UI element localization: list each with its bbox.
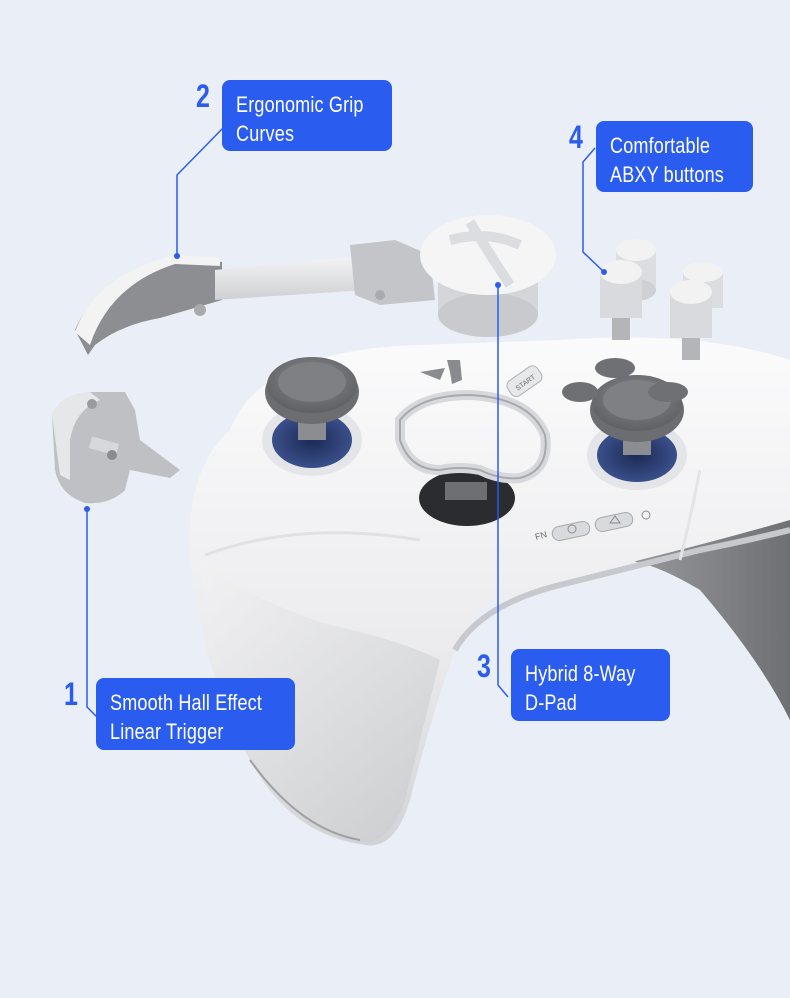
trigger-part [52,392,180,504]
callout-line-1: Comfortable [610,133,711,158]
abxy-buttons-part [600,239,723,360]
dpad-cap-part [420,215,556,337]
callout-line-1: Smooth Hall Effect [110,690,263,715]
brand-logo [420,360,462,384]
leader-line-4 [582,147,605,273]
callout-line-1: Hybrid 8-Way [525,661,636,686]
leader-dots [84,253,607,512]
leader-lines [86,127,605,718]
callout-line-2: ABXY buttons [610,162,724,187]
left-thumbstick [262,357,362,476]
callout-label: Ergonomic Grip Curves [222,80,392,151]
callout-line-2: D-Pad [525,690,577,715]
callout-label: Comfortable ABXY buttons [596,121,753,192]
callout-label: Smooth Hall Effect Linear Trigger [96,678,295,750]
leader-line-1 [86,509,98,718]
callout-number: 2 [196,78,210,114]
callout-number: 4 [569,119,583,155]
callout-line-1: Ergonomic Grip [236,92,364,117]
callout-number: 3 [477,648,491,684]
callout-line-2: Linear Trigger [110,719,224,744]
leader-line-3 [497,286,509,698]
function-buttons: FN [534,510,651,542]
callout-line-2: Curves [236,121,295,146]
abxy-wells [562,358,688,402]
svg-text:FN: FN [534,529,548,542]
dpad-well [419,470,515,526]
leader-line-2 [176,127,224,256]
dpad-ring [395,389,551,484]
callout-number: 1 [64,676,78,712]
callout-label: Hybrid 8-Way D-Pad [511,649,670,721]
grip-shell-part [75,240,435,355]
